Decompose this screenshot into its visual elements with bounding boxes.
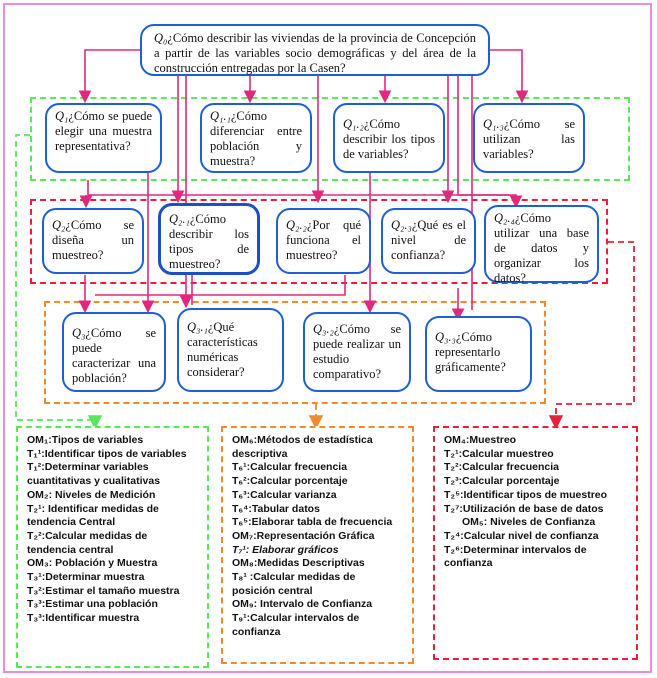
- question-label: Q₁.₁: [210, 109, 231, 123]
- panel-line: T₂⁶:Determinar intervalos de: [444, 543, 587, 556]
- panel-line: T₂²:Calcular frecuencia: [444, 461, 559, 474]
- question-q3-1: Q₃.₁¿Qué características numéricas consi…: [177, 308, 284, 392]
- question-text: ¿Por qué funciona el muestreo?: [286, 218, 361, 262]
- panel-line: confianza: [444, 557, 493, 570]
- panel-line: posición central: [232, 584, 313, 597]
- panel-line: OM₆:Métodos de estadística: [232, 434, 373, 446]
- panel-line: T₂⁴:Calcular nivel de confianza: [444, 529, 599, 542]
- panel-line: OM₈:Medidas Descriptivas: [232, 557, 365, 570]
- panel-green: OM₁:Tipos de variables T₁¹:Identificar t…: [16, 426, 209, 668]
- panel-line: T₃¹:Determinar muestra: [27, 571, 145, 584]
- panel-line: T₂⁵:Identificar tipos de muestreo: [444, 488, 608, 501]
- panel-orange: OM₆:Métodos de estadística descriptiva T…: [221, 426, 414, 664]
- question-text: ¿Cómo se puede realizar un estudio compa…: [313, 322, 401, 381]
- panel-line: T₁¹:Identificar tipos de variables: [27, 447, 187, 460]
- question-label: Q₁.₃: [483, 117, 504, 131]
- panel-line: OM₃: Población y Muestra: [27, 557, 158, 570]
- panel-line: T₇¹: Elaborar gráficos: [232, 543, 339, 556]
- panel-line: T₂¹:Calcular muestreo: [444, 447, 554, 460]
- panel-line: T₆¹:Calcular frecuencia: [232, 461, 348, 474]
- question-label: Q₃.₂: [313, 322, 334, 336]
- question-q2-4: Q₂.₄¿Cómo utilizar una base de datos y o…: [484, 205, 599, 285]
- question-label: Q₂: [52, 218, 66, 232]
- question-text: ¿Cómo diferenciar entre población y mues…: [210, 109, 302, 168]
- root-question-text: ¿Cómo describir las viviendas de la prov…: [154, 31, 476, 75]
- question-label: Q₃: [72, 326, 86, 340]
- question-q1-3: Q₁.₃¿Cómo se utilizan las variables?: [473, 103, 585, 173]
- panel-line: T₂³:Calcular porcentaje: [444, 475, 560, 488]
- question-q3: Q₃¿Cómo se puede caracterizar una poblac…: [62, 312, 166, 392]
- panel-line: T₆²:Calcular porcentaje: [232, 475, 348, 488]
- question-q2-3: Q₂.₃¿Qué es el nivel de confianza?: [381, 208, 476, 274]
- panel-line: OM₉: Intervalo de Confianza: [232, 598, 373, 611]
- question-text: ¿Cómo representarlo gráficamente?: [435, 330, 506, 374]
- panel-red: OM₄:Muestreo T₂¹:Calcular muestreo T₂²:C…: [433, 426, 638, 660]
- panel-line: descriptiva: [232, 447, 288, 460]
- level3-group: [44, 301, 546, 404]
- question-label: Q₂.₁: [169, 212, 190, 226]
- panel-line: T₆⁴:Tabular datos: [232, 502, 320, 515]
- outer-frame: [3, 3, 652, 673]
- question-q3-3: Q₃.₃¿Cómo representarlo gráficamente?: [425, 316, 532, 392]
- panel-line: OM₂: Niveles de Medición: [27, 488, 156, 501]
- panel-line: cuantitativas y cualitativas: [27, 475, 161, 488]
- panel-line: OM₁:Tipos de variables: [27, 434, 144, 446]
- panel-line: T₉¹:Calcular intervalos de: [232, 612, 360, 625]
- question-text: ¿Cómo utilizar una base de datos y organ…: [494, 211, 589, 285]
- panel-line: T₃²:Estimar el tamaño muestra: [27, 584, 180, 597]
- question-text: ¿Cómo se puede elegir una muestra repres…: [55, 109, 152, 153]
- panel-line: T₃³:Identificar muestra: [27, 612, 140, 625]
- panel-line: T₆⁵:Elaborar tabla de frecuencia: [232, 516, 393, 529]
- panel-line: tendencia central: [27, 543, 114, 556]
- question-q2-2: Q₂.₂¿Por qué funciona el muestreo?: [276, 208, 371, 274]
- panel-line: T₈¹ :Calcular medidas de: [232, 571, 356, 584]
- question-text: ¿Cómo se puede caracterizar una població…: [72, 326, 156, 385]
- panel-line: OM₄:Muestreo: [444, 434, 517, 446]
- question-label: Q₁.₂: [343, 117, 364, 131]
- question-q2-1: Q₂.₁¿Cómo describir los tipos de muestre…: [158, 203, 260, 275]
- question-text: ¿Cómo describir los tipos de variables?: [343, 117, 435, 161]
- question-q1: Q₁¿Cómo se puede elegir una muestra repr…: [45, 103, 162, 173]
- question-text: ¿Cómo se diseña un muestreo?: [52, 218, 134, 262]
- panel-line: T₆³:Calcular varianza: [232, 488, 337, 501]
- root-question-label: Q₀: [154, 31, 168, 45]
- question-text: ¿Qué características numéricas considera…: [187, 320, 258, 379]
- panel-line: OM₇:Representación Gráfica: [232, 529, 375, 542]
- question-label: Q₂.₃: [391, 218, 412, 232]
- panel-line: T₂²:Calcular medidas de: [27, 529, 148, 542]
- question-label: Q₃.₁: [187, 320, 208, 334]
- question-label: Q₂.₄: [494, 211, 515, 225]
- panel-line: T₁²:Determinar variables: [27, 461, 149, 474]
- question-q3-2: Q₃.₂¿Cómo se puede realizar un estudio c…: [303, 312, 411, 392]
- question-label: Q₁: [55, 109, 69, 123]
- question-text: ¿Cómo describir los tipos de muestreo?: [169, 212, 249, 271]
- panel-line: confianza: [232, 625, 281, 638]
- level1-group: [30, 97, 630, 181]
- panel-line: T₂⁷:Utilización de base de datos: [444, 502, 604, 515]
- panel-line: tendencia Central: [27, 516, 116, 529]
- question-text: ¿Cómo se utilizan las variables?: [483, 117, 575, 161]
- panel-line: OM₅: Niveles de Confianza: [462, 516, 596, 529]
- panel-line: T₂¹: Identificar medidas de: [27, 502, 159, 515]
- question-q1-2: Q₁.₂¿Cómo describir los tipos de variabl…: [333, 103, 445, 173]
- question-label: Q₂.₂: [286, 218, 307, 232]
- root-question: Q₀¿Cómo describir las viviendas de la pr…: [140, 24, 490, 76]
- panel-line: T₃³:Estimar una población: [27, 598, 158, 611]
- question-label: Q₃.₃: [435, 330, 456, 344]
- question-q2: Q₂¿Cómo se diseña un muestreo?: [42, 208, 144, 274]
- question-text: ¿Qué es el nivel de confianza?: [391, 218, 466, 262]
- question-q1-1: Q₁.₁¿Cómo diferenciar entre población y …: [200, 103, 312, 173]
